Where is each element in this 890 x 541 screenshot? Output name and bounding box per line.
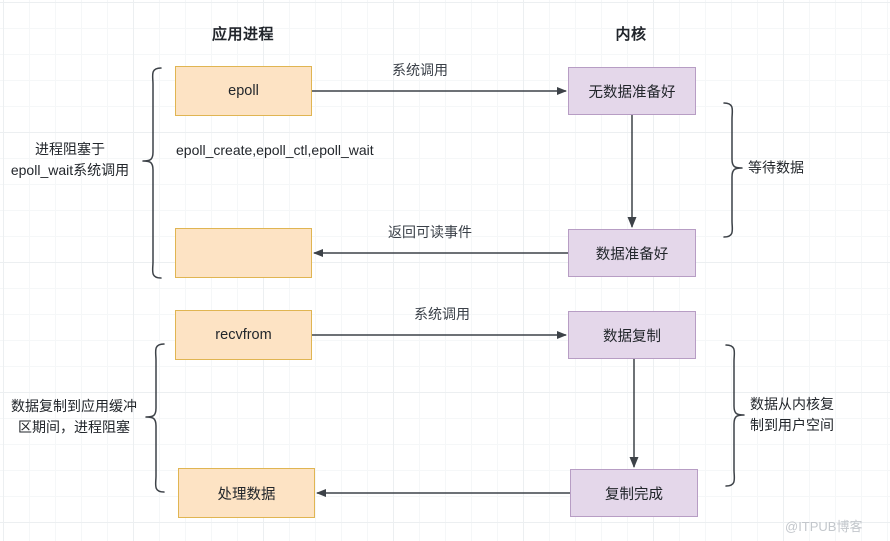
watermark: @ITPUB博客 (785, 519, 863, 534)
node-data-ready[interactable]: 数据准备好 (568, 229, 696, 277)
edge-label-return-readable-event: 返回可读事件 (388, 224, 472, 240)
node-data-copy[interactable]: 数据复制 (568, 311, 696, 359)
node-recvfrom[interactable]: recvfrom (175, 310, 312, 360)
brace-label-left-top: 进程阻塞于 epoll_wait系统调用 (10, 141, 130, 178)
node-app-empty[interactable] (175, 228, 312, 278)
column-title-application: 应用进程 (211, 26, 275, 43)
node-no-data-ready[interactable]: 无数据准备好 (568, 67, 696, 115)
brace-label-right-top: 等待数据 (748, 159, 804, 176)
node-copy-done[interactable]: 复制完成 (570, 469, 698, 517)
brace-right-top (723, 102, 743, 238)
node-epoll[interactable]: epoll (175, 66, 312, 116)
note-epoll-functions: epoll_create,epoll_ctl,epoll_wait (176, 142, 374, 158)
brace-label-left-bottom: 数据复制到应用缓冲 区期间，进程阻塞 (11, 398, 137, 435)
brace-right-bottom (725, 344, 745, 487)
column-title-kernel: 内核 (615, 26, 647, 43)
brace-label-right-bottom: 数据从内核复 制到用户空间 (750, 396, 834, 433)
node-process-data[interactable]: 处理数据 (178, 468, 315, 518)
brace-left-top (142, 67, 162, 279)
edge-label-syscall-bottom: 系统调用 (414, 306, 470, 322)
edge-label-syscall-top: 系统调用 (392, 62, 448, 78)
